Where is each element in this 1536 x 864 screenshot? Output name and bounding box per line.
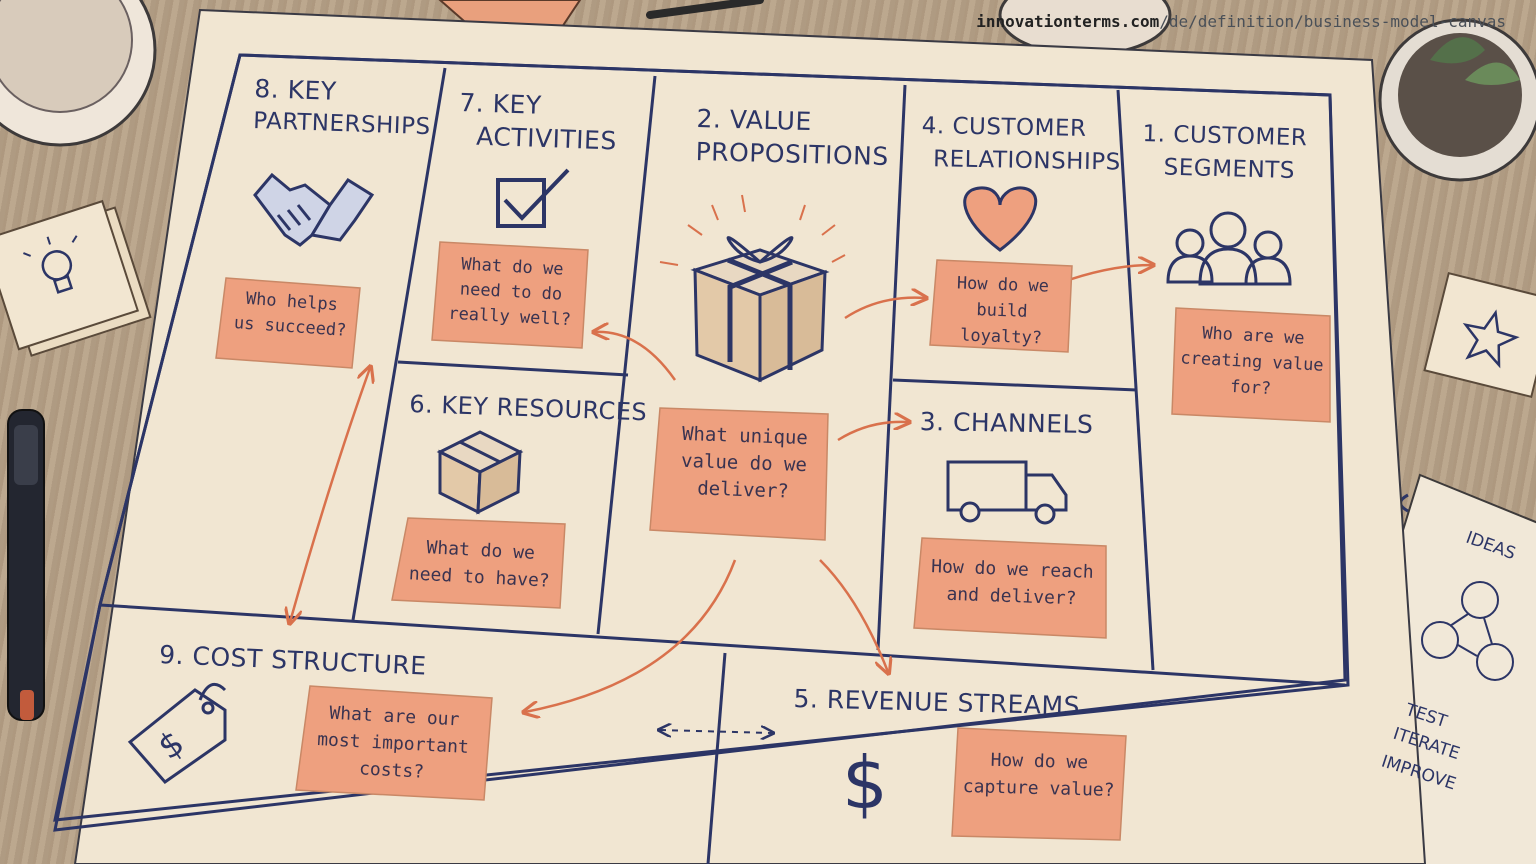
people-icon [1166,211,1292,286]
question-key-resources: What do we need to have? [399,533,562,595]
question-value-propositions: What unique value do we deliver? [659,420,830,507]
title-line: 3. CHANNELS [919,406,1094,440]
heart-icon [963,186,1038,252]
handshake-icon [253,172,375,247]
marker-left [7,409,45,721]
title-customer-relationships: 4. CUSTOMER RELATIONSHIPS [921,110,1122,179]
question-line: build loyalty? [959,300,1043,349]
sticky-value [649,407,829,541]
title-channels: 3. CHANNELS [919,405,1093,441]
title-line: PROPOSITIONS [695,136,890,172]
coffee-mug-left [0,0,157,147]
title-line: RELATIONSHIPS [932,146,1121,176]
sticky-partnerships [215,277,361,369]
truck-icon [946,460,1068,525]
watermark-path: /de/definition/business-model-canvas [1159,12,1506,31]
question-revenue-streams: How do we capture value? [954,746,1123,804]
title-line: ACTIVITIES [475,121,618,156]
title-line: 2. VALUE [696,103,813,137]
question-key-partnerships: Who helps us succeed? [220,285,361,345]
watermark-domain: innovationterms.com [976,12,1160,31]
svg-text:$: $ [842,741,888,825]
question-cost-structure: What are our most important costs? [298,698,488,789]
title-line: 4. CUSTOMER [921,112,1087,142]
title-line: SEGMENTS [1163,154,1296,184]
title-key-activities: 7. KEY ACTIVITIES [458,86,619,157]
question-customer-segments: Who are we creating value for? [1172,319,1332,405]
sticky-activities [431,241,589,349]
question-line: capture value? [962,776,1115,801]
title-line: 1. CUSTOMER [1142,120,1308,152]
checkbox-icon [496,168,570,228]
title-customer-segments: 1. CUSTOMER SEGMENTS [1141,118,1307,188]
question-key-activities: What do we need to do really well? [434,251,588,334]
source-watermark: innovationterms.com/de/definition/busine… [976,12,1506,31]
question-customer-relationships: How do we build loyalty? [933,270,1072,353]
title-line: 7. KEY [458,87,543,120]
title-line: PARTNERSHIPS [252,107,431,141]
sticky-relationships [929,259,1073,353]
sticky-resources [391,517,566,609]
sticky-channels [913,537,1107,639]
sticky-cost [295,685,493,801]
box-icon [436,430,524,515]
star-card [1423,271,1536,399]
gift-icon [659,194,846,383]
sticky-segments [1171,307,1331,423]
plant-pot-right [1378,18,1536,182]
pen-top [646,0,764,19]
title-value-propositions: 2. VALUE PROPOSITIONS [695,102,890,173]
sticky-revenue [951,727,1127,841]
title-key-partnerships: 8. KEY PARTNERSHIPS [253,72,433,144]
dollar-icon: $ [842,741,888,825]
lightbulb-card [0,199,152,357]
flow-arrows [290,265,1152,712]
question-channels: How do we reach and deliver? [917,553,1107,614]
sticky-notes [215,241,1331,841]
